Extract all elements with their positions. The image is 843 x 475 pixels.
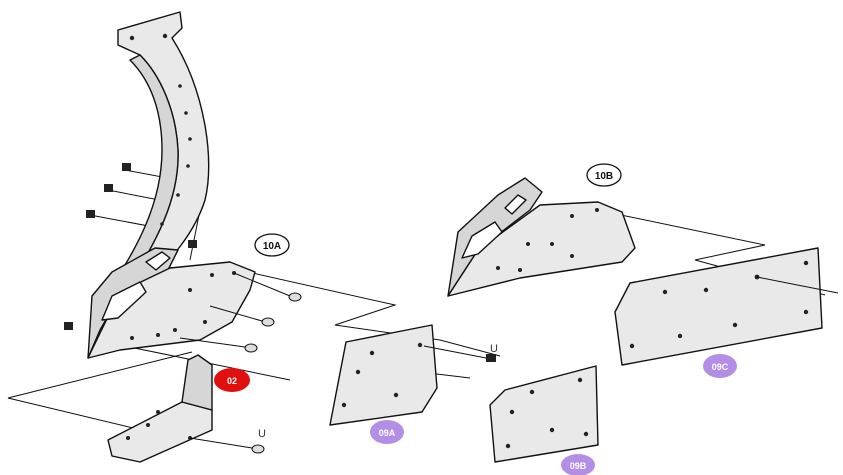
point-hole — [173, 328, 177, 332]
point-hole — [595, 208, 599, 212]
plate-hole — [341, 402, 347, 408]
plate-hole — [803, 260, 809, 266]
plate-hole — [417, 342, 423, 348]
shank-hole — [162, 33, 168, 39]
washer-symbol: U — [258, 428, 266, 440]
plate-hole — [549, 427, 555, 433]
point-hole — [210, 273, 214, 277]
plate-09b — [489, 365, 599, 463]
nut — [64, 163, 197, 330]
point-hole — [496, 266, 500, 270]
plate-hole — [732, 322, 738, 328]
point-hole — [518, 268, 522, 272]
bracket-hole — [126, 436, 130, 440]
point-10a — [87, 247, 256, 359]
callout-10a: 10A — [254, 233, 290, 257]
plate-hole — [629, 343, 635, 349]
point-hole — [526, 242, 530, 246]
point-hole — [156, 333, 160, 337]
point-hole — [570, 214, 574, 218]
plate-hole — [393, 392, 399, 398]
plate-hole — [369, 350, 375, 356]
point-hole — [550, 242, 554, 246]
plate-09a — [329, 324, 496, 426]
callout-label: 10B — [595, 171, 613, 182]
shank-hole — [188, 137, 192, 141]
callout-10b: 10B — [586, 163, 622, 187]
point-hole — [203, 320, 207, 324]
plate-hole — [577, 377, 583, 383]
plate-hole — [529, 389, 535, 395]
bracket-02 — [107, 354, 265, 463]
plate-hole — [509, 409, 515, 415]
callout-02: 02 — [214, 368, 250, 392]
bracket-hole — [156, 410, 160, 414]
shank-hole — [176, 193, 180, 197]
plate-hole — [505, 443, 511, 449]
shank-hole — [178, 84, 182, 88]
plate-hole — [677, 333, 683, 339]
shank-hole — [184, 111, 188, 115]
washer-symbol: U — [490, 343, 498, 355]
callout-label: 10A — [263, 241, 281, 252]
plate-hole — [662, 289, 668, 295]
bracket-hole — [146, 423, 150, 427]
plate-hole — [803, 309, 809, 315]
shank-hole — [160, 222, 164, 226]
point-hole — [130, 336, 134, 340]
callout-09a: 09A — [370, 420, 404, 444]
callout-label: 02 — [227, 376, 237, 386]
callout-label: 09C — [712, 362, 729, 372]
shank-hole — [186, 164, 190, 168]
plate-hole — [355, 369, 361, 375]
bolt — [179, 272, 302, 353]
callout-label: 09B — [570, 461, 587, 471]
point-10b — [447, 177, 636, 297]
point-hole — [570, 254, 574, 258]
plate-hole — [583, 431, 589, 437]
plate-hole — [703, 287, 709, 293]
callout-09b: 09B — [561, 454, 595, 475]
plate-09c — [614, 247, 839, 366]
point-hole — [188, 288, 192, 292]
callout-09c: 09C — [703, 354, 737, 378]
shank-hole — [129, 35, 135, 41]
callout-label: 09A — [379, 428, 396, 438]
